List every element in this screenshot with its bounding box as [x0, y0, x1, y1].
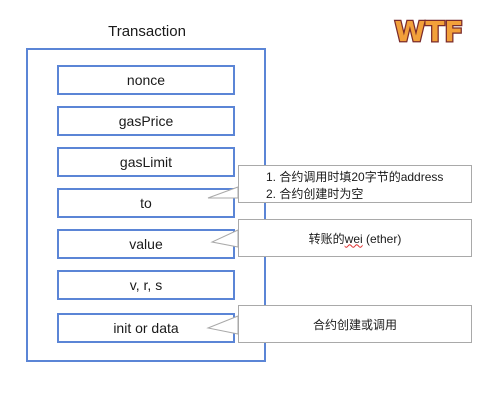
callout-to-line-1: 1. 合约调用时填20字节的address: [266, 170, 444, 184]
callout-value-prefix: 转账的: [308, 231, 345, 246]
callout-value-text: 转账的wei (ether): [309, 230, 402, 247]
callout-data: 合约创建或调用: [238, 305, 472, 343]
diagram-title: Transaction: [108, 23, 186, 40]
field-to: to: [57, 188, 235, 218]
field-init-or-data: init or data: [57, 313, 235, 343]
field-value: value: [57, 229, 235, 259]
transaction-container: [26, 48, 266, 362]
field-nonce: nonce: [57, 65, 235, 95]
field-vrs: v, r, s: [57, 270, 235, 300]
field-gas-price: gasPrice: [57, 106, 235, 136]
callout-value: 转账的wei (ether): [238, 219, 472, 257]
wtf-logo: WTF: [393, 16, 465, 46]
callout-to-line-2: 2. 合约创建时为空: [266, 187, 364, 201]
field-gas-limit: gasLimit: [57, 147, 235, 177]
callout-value-wei: wei: [344, 231, 363, 246]
logo-text: WTF: [394, 16, 463, 46]
callout-value-suffix: (ether): [362, 231, 402, 246]
callout-to: 1. 合约调用时填20字节的address 2. 合约创建时为空: [238, 165, 472, 203]
